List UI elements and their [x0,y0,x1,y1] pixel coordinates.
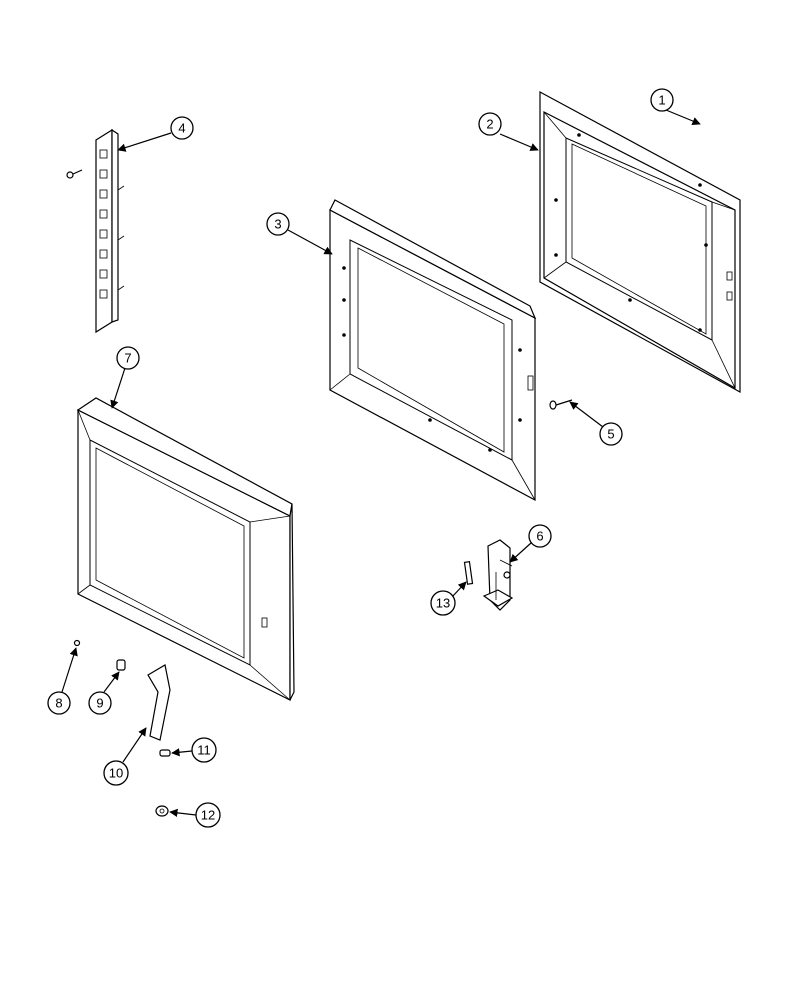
callout-2: 2 [478,112,539,151]
part-handle-screw [159,749,171,757]
callout-label-5: 5 [607,427,614,442]
callout-label-3: 3 [274,217,281,232]
callout-10: 10 [103,727,147,786]
callout-label-6: 6 [536,529,543,544]
callout-11: 11 [171,737,217,763]
callout-label-1: 1 [658,93,665,108]
callout-7: 7 [110,346,140,409]
part-outer-door-frame [539,90,741,394]
part-small-screw [73,639,81,647]
callout-label-2: 2 [486,117,493,132]
part-door-handle [147,664,171,741]
part-hinge-screw [66,169,83,179]
callout-label-11: 11 [197,743,211,758]
part-spring [463,561,474,585]
callout-label-9: 9 [96,696,103,711]
part-door-assembly [76,397,295,701]
callout-12: 12 [169,802,221,828]
part-inner-door-panel [329,199,537,502]
callout-5: 5 [569,401,623,446]
callout-label-7: 7 [124,351,131,366]
callout-6: 6 [509,524,552,563]
part-washer [155,805,169,817]
callout-8: 8 [47,647,78,715]
part-latch-pin [549,399,573,410]
callout-3: 3 [266,212,333,255]
part-latch-assembly [482,539,514,611]
callout-label-12: 12 [201,808,215,823]
callout-label-4: 4 [178,121,185,136]
callout-label-8: 8 [55,696,62,711]
part-spacer [116,659,126,671]
callout-13: 13 [430,581,467,616]
callout-4: 4 [117,116,194,152]
callout-1: 1 [650,88,701,126]
callout-label-10: 10 [109,766,123,781]
part-hinge-bracket [95,128,125,334]
callout-label-13: 13 [436,596,450,611]
callout-9: 9 [88,671,120,715]
